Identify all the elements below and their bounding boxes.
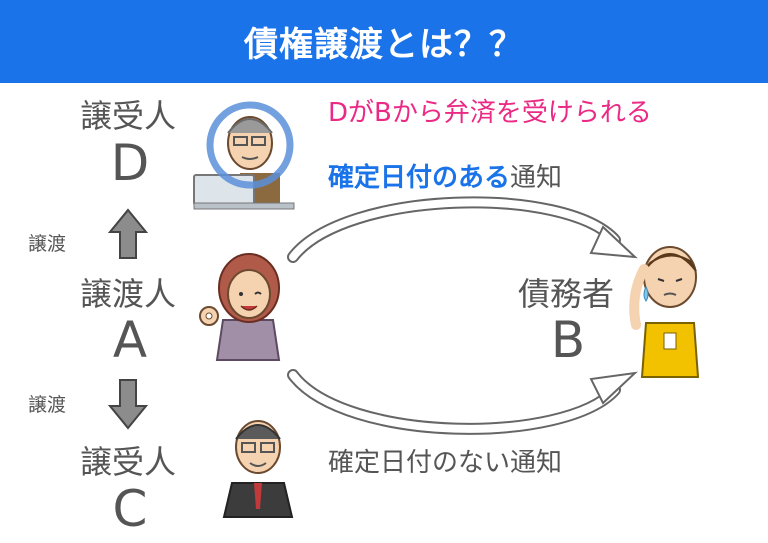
arrow-up-icon (107, 208, 149, 259)
party-d-role: 譲受人 (80, 97, 177, 135)
message-unconfirmed-notice: 確定日付のない通知 (328, 448, 563, 478)
curved-arrow-top-icon (287, 196, 638, 263)
party-b-role: 債務者 (518, 275, 615, 313)
message-confirmed-notice: 確定日付のある通知 (328, 165, 562, 191)
message-confirmed-highlight: 確定日付のある (328, 163, 511, 193)
page-title: 債権譲渡とは？？ (244, 25, 524, 65)
party-b-letter: B (550, 311, 586, 369)
person-a-illustration (199, 253, 281, 361)
message-confirmed-rest: 通知 (510, 163, 563, 193)
person-d-illustration (193, 101, 295, 210)
arrow-down-icon (107, 379, 149, 430)
person-b-illustration (629, 246, 700, 378)
transfer-label-down: 譲渡 (28, 394, 67, 416)
message-d-repaid: DがBから弁済を受けられる (328, 98, 652, 128)
person-c-illustration (222, 420, 294, 518)
transfer-label-up: 譲渡 (28, 233, 67, 255)
party-d-letter: D (110, 134, 150, 192)
curved-arrow-bottom-icon (287, 369, 638, 435)
header-bar: 債権譲渡とは？？ (0, 0, 768, 83)
party-a-role: 譲渡人 (80, 275, 177, 313)
party-c-letter: C (112, 480, 148, 538)
party-c-role: 譲受人 (80, 443, 177, 481)
party-a-letter: A (112, 311, 148, 369)
